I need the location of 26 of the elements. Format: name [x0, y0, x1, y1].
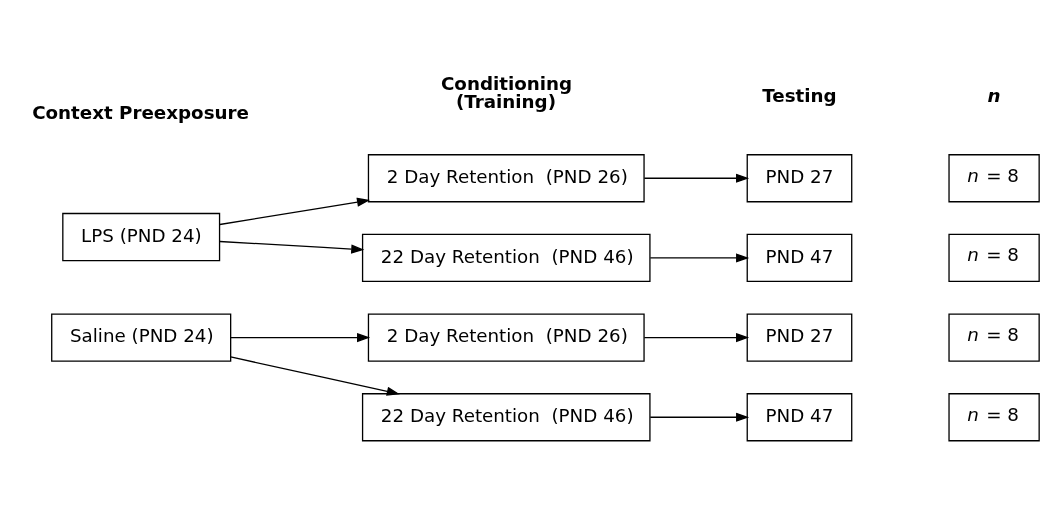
label: Testing: [762, 85, 837, 107]
label: n: [987, 85, 1001, 107]
node-box: PND 27: [746, 313, 853, 362]
node-box: 2 Day Retention (PND 26): [367, 313, 645, 362]
node-box: Saline (PND 24): [51, 313, 232, 362]
node-box: PND 47: [746, 393, 853, 442]
arrow: [649, 253, 750, 263]
arrow: [643, 333, 750, 343]
node-box: LPS (PND 24): [62, 212, 221, 262]
node-box: n = 8: [948, 233, 1040, 283]
arrow: [219, 240, 365, 254]
label: Context Preexposure: [32, 102, 249, 124]
node-box: PND 47: [746, 233, 853, 283]
arrow: [219, 197, 371, 226]
arrow: [643, 173, 750, 183]
node-box: PND 27: [746, 154, 853, 203]
node-box: n = 8: [948, 393, 1040, 442]
arrow: [649, 412, 750, 422]
node-box: n = 8: [948, 313, 1040, 362]
node-box: 22 Day Retention (PND 46): [361, 393, 651, 442]
node-box: 22 Day Retention (PND 46): [361, 233, 651, 283]
label: Conditioning (Training): [440, 72, 573, 112]
arrow: [230, 356, 400, 396]
node-box: n = 8: [948, 154, 1040, 203]
node-box: 2 Day Retention (PND 26): [367, 154, 645, 203]
arrow: [230, 333, 371, 343]
